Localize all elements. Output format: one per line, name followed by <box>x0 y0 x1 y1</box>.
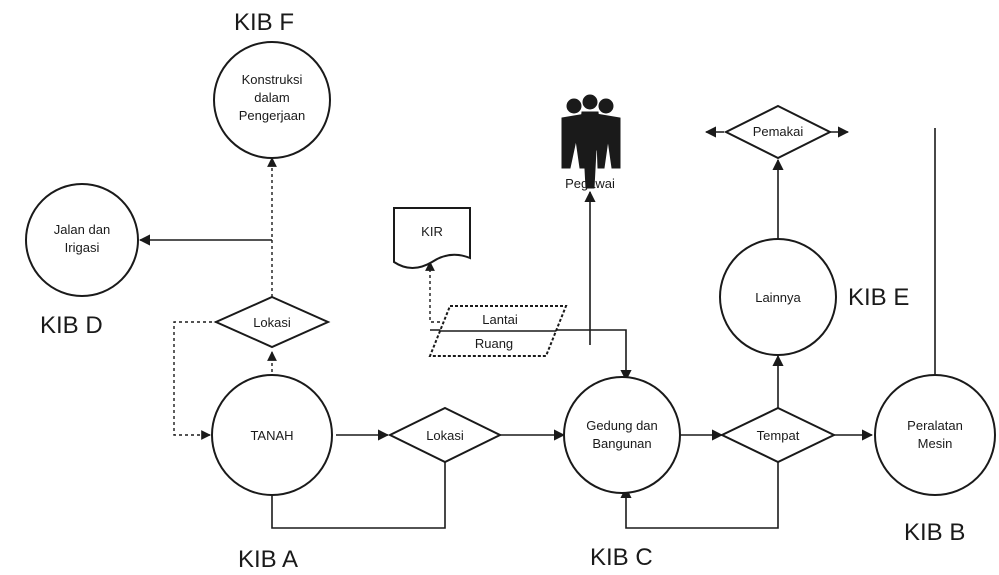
peralatan-line-2: Mesin <box>918 436 953 451</box>
ruang-label: Ruang <box>475 336 513 351</box>
lainnya-label: Lainnya <box>755 290 801 305</box>
jalan-line-2: Irigasi <box>65 240 100 255</box>
kib-a-label: KIB A <box>238 546 298 573</box>
edge-lokasi-loop-left <box>173 321 218 440</box>
decision-pemakai[interactable]: Pemakai <box>723 104 833 160</box>
edge-tempat-loop-gedung <box>620 462 779 529</box>
konstruksi-line-2: dalam <box>254 90 289 105</box>
people-icon <box>561 94 621 189</box>
decision-tempat[interactable]: Tempat <box>719 406 837 464</box>
pegawai-figure[interactable]: Pegawai <box>561 94 621 191</box>
tanah-label: TANAH <box>250 428 293 443</box>
konstruksi-line-3: Pengerjaan <box>239 108 306 123</box>
kib-b-label: KIB B <box>904 519 965 546</box>
konstruksi-line-1: Konstruksi <box>242 72 303 87</box>
node-lainnya[interactable]: Lainnya <box>719 238 837 356</box>
node-gedung[interactable]: Gedung dan Bangunan <box>563 376 681 494</box>
kib-e-label: KIB E <box>848 284 909 311</box>
kib-d-label: KIB D <box>40 312 103 339</box>
node-tanah[interactable]: TANAH <box>211 374 333 496</box>
lokasi-top-label: Lokasi <box>253 315 291 330</box>
gedung-line-1: Gedung dan <box>586 418 658 433</box>
node-jalan[interactable]: Jalan dan Irigasi <box>25 183 139 297</box>
lokasi-mid-label: Lokasi <box>426 428 464 443</box>
edge-lantai-kir <box>425 261 440 323</box>
edge-lokasi-loop-tanah <box>266 462 446 529</box>
decision-lokasi-top[interactable]: Lokasi <box>213 295 331 349</box>
pemakai-label: Pemakai <box>753 124 804 139</box>
decision-lokasi-mid[interactable]: Lokasi <box>387 406 503 464</box>
kib-c-label: KIB C <box>590 544 653 571</box>
tempat-label: Tempat <box>757 428 800 443</box>
node-konstruksi[interactable]: Konstruksi dalam Pengerjaan <box>213 41 331 159</box>
gedung-line-2: Bangunan <box>592 436 651 451</box>
document-kir[interactable]: KIR <box>393 207 471 269</box>
peralatan-line-1: Peralatan <box>907 418 963 433</box>
kir-label: KIR <box>421 224 443 239</box>
node-peralatan[interactable]: Peralatan Mesin <box>874 374 996 496</box>
parallelogram-lantai-ruang[interactable]: Lantai Ruang <box>428 305 568 357</box>
jalan-line-1: Jalan dan <box>54 222 110 237</box>
kib-f-label: KIB F <box>234 9 294 36</box>
pegawai-label: Pegawai <box>565 176 615 191</box>
connectors <box>138 126 936 529</box>
lantai-label: Lantai <box>482 312 518 327</box>
